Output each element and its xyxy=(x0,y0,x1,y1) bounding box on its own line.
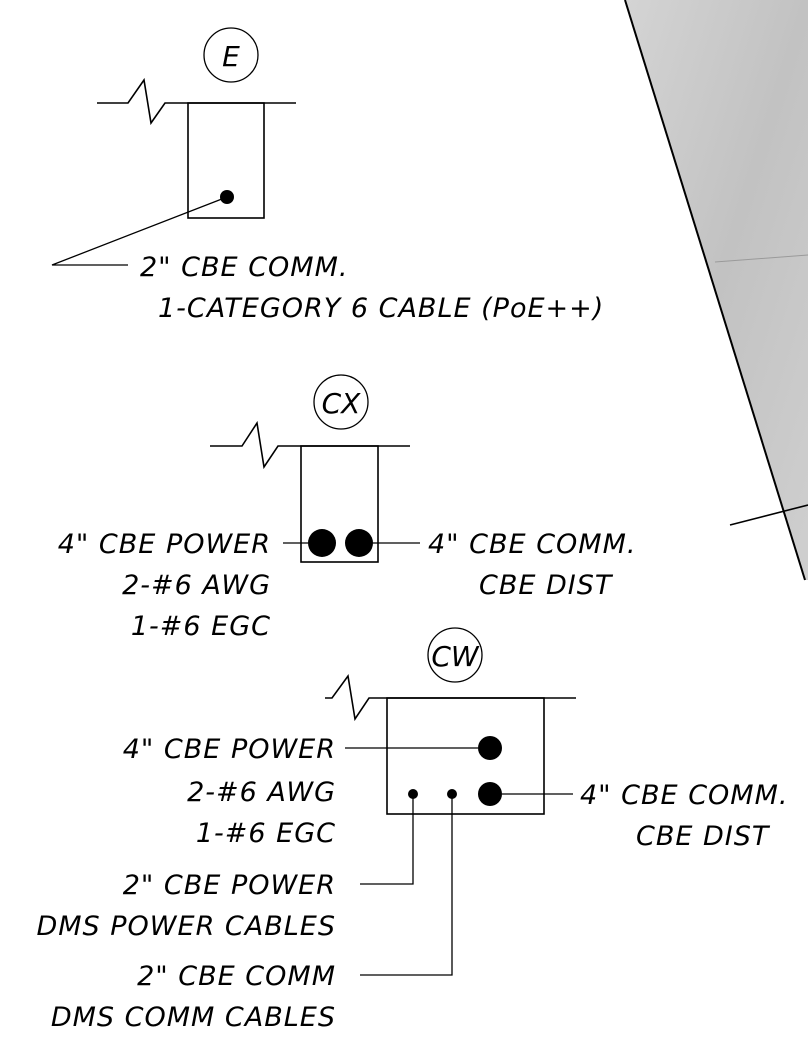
detail-cw-small-comm-leader xyxy=(360,794,453,976)
detail-e-tag-circle xyxy=(203,27,259,83)
detail-cw-power-label-2: 2-#6 AWG xyxy=(187,777,336,808)
detail-cw-right-label-2: CBE DIST xyxy=(636,821,771,852)
detail-cw-comm-conduit xyxy=(478,782,502,806)
detail-cw-small-power-leader xyxy=(360,794,414,885)
detail-cx-right-label-2: CBE DIST xyxy=(479,570,614,601)
detail-e-break-line xyxy=(97,77,296,126)
detail-cw: CW 4" CBE POWER 2-#6 AWG 1-#6 EGC 4" CBE… xyxy=(36,627,788,1033)
detail-e-cable-label: 1-CATEGORY 6 CABLE (PoE++) xyxy=(158,293,604,324)
detail-cx-tag-circle xyxy=(313,374,369,430)
detail-cw-power-conduit xyxy=(478,736,502,760)
detail-cx-trench xyxy=(300,445,379,563)
detail-cw-small-comm-label-1: 2" CBE COMM xyxy=(137,961,336,992)
detail-cw-small-power-label-1: 2" CBE POWER xyxy=(123,870,336,901)
detail-e-tag: E xyxy=(222,40,240,73)
detail-cx-right-label-1: 4" CBE COMM. xyxy=(428,529,636,560)
detail-cw-small-power-label-2: DMS POWER CABLES xyxy=(36,911,336,942)
detail-cx-break-line xyxy=(210,420,410,470)
detail-cw-power-label-3: 1-#6 EGC xyxy=(196,818,336,849)
detail-cw-tag-circle xyxy=(427,627,483,683)
detail-cx-tag: CX xyxy=(322,387,362,420)
detail-cx-power-conduit xyxy=(308,529,336,557)
detail-cx-left-label-3: 1-#6 EGC xyxy=(131,611,271,642)
detail-cw-tag: CW xyxy=(431,640,480,673)
detail-e: E 2" CBE COMM. 1-CATEGORY 6 CABLE (PoE++… xyxy=(51,27,604,324)
detail-cw-trench xyxy=(386,697,545,815)
detail-cx-left-label-2: 2-#6 AWG xyxy=(122,570,271,601)
detail-cx-comm-conduit xyxy=(345,529,373,557)
detail-cw-small-comm-label-2: DMS COMM CABLES xyxy=(51,1002,336,1033)
detail-e-conduit-label: 2" CBE COMM. xyxy=(140,252,348,283)
detail-e-leader xyxy=(51,196,228,266)
detail-cw-right-label-1: 4" CBE COMM. xyxy=(580,780,788,811)
detail-cw-power-label-1: 4" CBE POWER xyxy=(123,734,336,765)
detail-cx: CX 4" CBE POWER 2-#6 AWG 1-#6 EGC 4" CBE… xyxy=(58,374,636,642)
detail-cx-left-label-1: 4" CBE POWER xyxy=(58,529,271,560)
background-photo xyxy=(624,0,808,581)
detail-e-trench xyxy=(187,102,265,219)
